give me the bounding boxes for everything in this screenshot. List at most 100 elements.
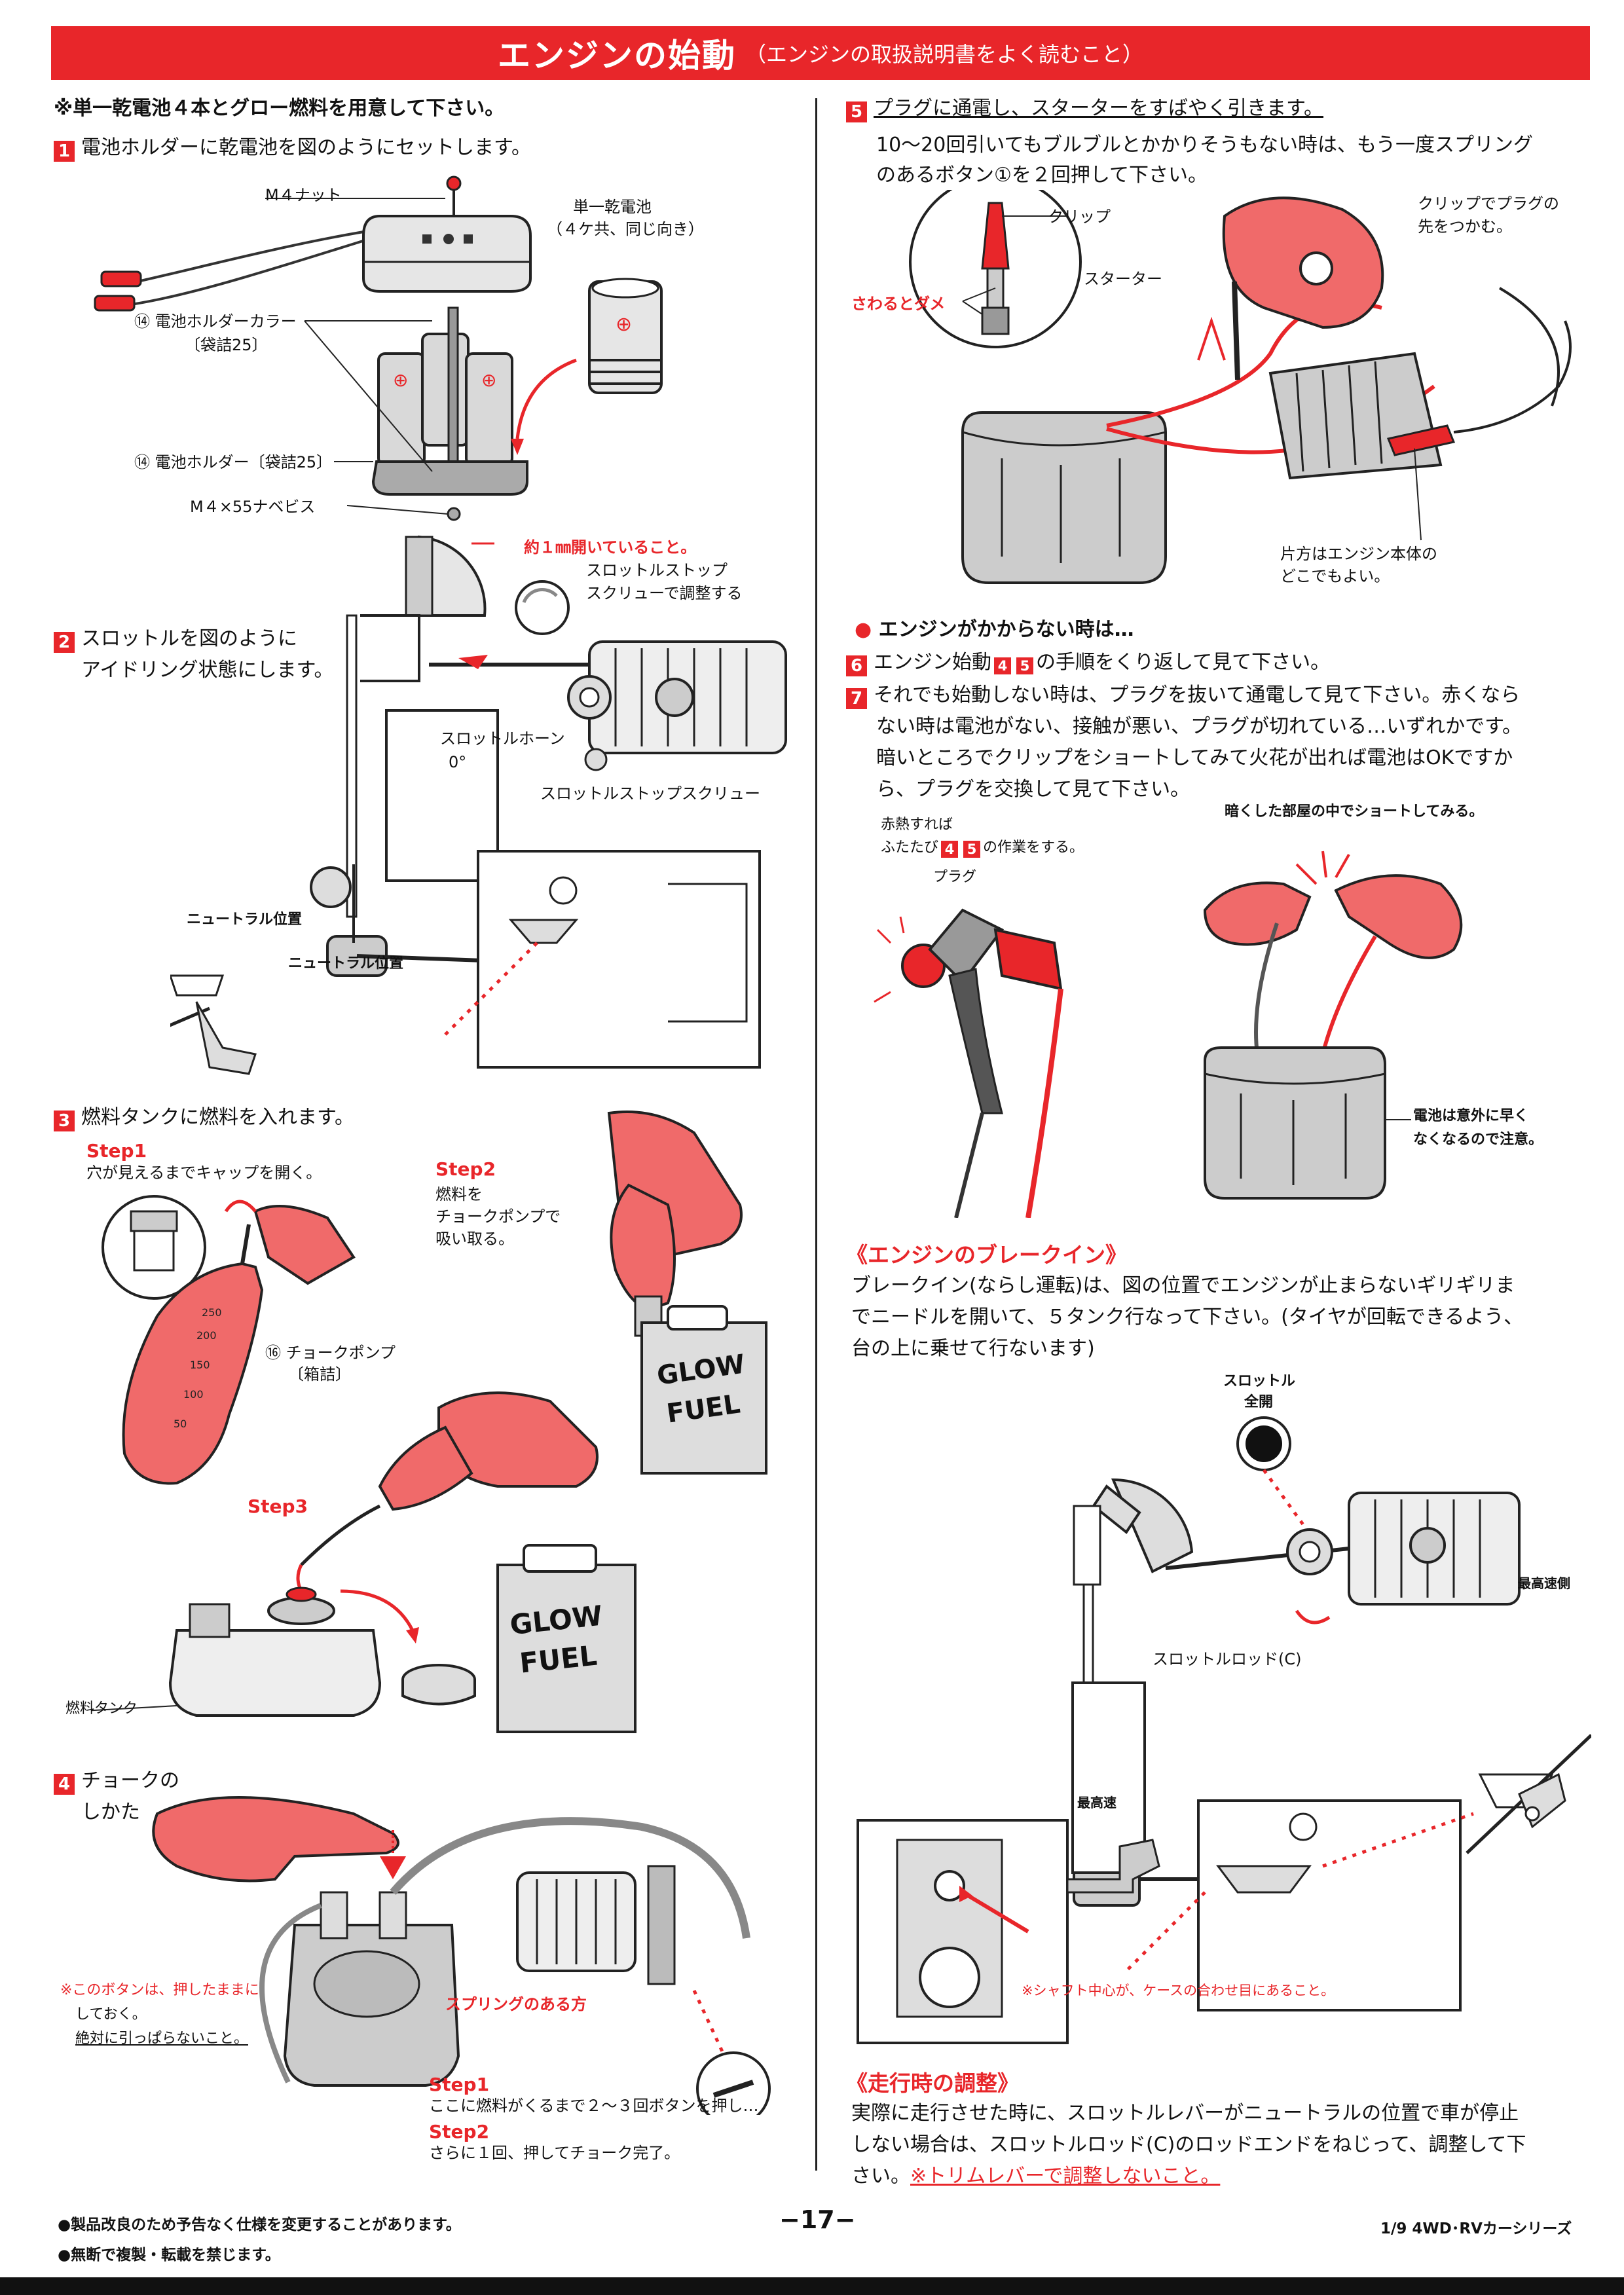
label-choke-pump: ⑯ チョークポンプ (265, 1344, 396, 1362)
label-choke-pump-box: 〔箱詰〕 (288, 1365, 351, 1384)
step1-number: 1 (54, 141, 75, 162)
svg-text:⊕: ⊕ (616, 313, 632, 336)
step3-sub1-text: 穴が見えるまでキャップを開く。 (86, 1164, 322, 1182)
label-spring-side: スプリングのある方 (445, 1995, 587, 2013)
step7-text-l4: ら、プラグを交換して見て下さい。 (876, 778, 1190, 801)
throttle-open-icon (1246, 1425, 1282, 1462)
breakin-line3: 台の上に乗せて行ないます) (851, 1337, 1095, 1360)
step3-sub2-line1: 燃料を (435, 1185, 483, 1203)
label-fuel-tank: 燃料タンク (65, 1700, 138, 1717)
clip-icon (100, 270, 142, 287)
label-gap: 約１㎜開いていること。 (524, 538, 697, 557)
breakin-line2: でニードルを開いて、５タンク行なって下さい。(タイヤが回転できるよう、 (851, 1306, 1524, 1329)
step5-text: プラグに通電し、スターターをすばやく引きます。 (874, 97, 1323, 120)
no-start-heading: ● エンジンがかからない時は… (855, 618, 1134, 641)
step4-sub2-text: さらに１回、押してチョーク完了。 (429, 2144, 680, 2162)
step5-sub-line1: 10〜20回引いてもブルブルとかかりそうもない時は、もう一度スプリング (876, 134, 1534, 156)
step4-number: 4 (54, 1774, 75, 1795)
step1-heading: 1 電池ホルダーに乾電池を図のようにセットします。 (54, 132, 531, 164)
label-throttle-horn: スロットルホーン (440, 729, 565, 748)
pump-scale-200: 200 (196, 1329, 217, 1342)
breakin-illustration (857, 1416, 1591, 2044)
label-screw: M４×55ナベビス (190, 498, 316, 516)
column-divider (815, 98, 817, 2171)
pump-scale-50: 50 (174, 1418, 187, 1430)
page-title: エンジンの始動 (497, 37, 736, 75)
footer-series: 1/9 4WD･RVカーシリーズ (1380, 2220, 1572, 2237)
step6-pre: エンジン始動 (874, 651, 991, 674)
step7-text-l1: それでも始動しない時は、プラグを抜いて通電して見て下さい。赤くなら (874, 684, 1521, 707)
step4-sub1-title: Step1 (429, 2074, 490, 2095)
step2-text-line1: スロットルを図のように (81, 627, 297, 650)
bottom-rule (0, 2277, 1624, 2295)
label-dont-touch: さわるとダメ (851, 295, 946, 313)
step2-text-line2: アイドリング状態にします。 (81, 659, 334, 682)
throttle-idle-illustration (170, 535, 787, 1075)
label-battery: 単一乾電池 (573, 198, 652, 216)
label-neutral-1: ニュートラル位置 (187, 911, 303, 928)
label-hot-1: 赤熱すれば (881, 817, 953, 833)
label-neutral-2: ニュートラル位置 (288, 955, 404, 972)
step3-sub3-title: Step3 (248, 1496, 308, 1517)
page-number: −17− (779, 2205, 856, 2234)
label-throttle-full1: スロットル (1223, 1373, 1296, 1389)
svg-text:⊕: ⊕ (393, 369, 408, 391)
step3-sub1-title: Step1 (86, 1140, 147, 1162)
starter-illustration (909, 190, 1572, 584)
step6-number: 6 (846, 655, 867, 676)
breakin-title: 《エンジンのブレークイン》 (846, 1242, 1127, 1268)
step5-sub-line2: のあるボタン①を２回押して下さい。 (876, 164, 1208, 187)
label-battery-warning2: なくなるので注意。 (1413, 1131, 1543, 1148)
step5-number: 5 (846, 101, 867, 122)
step7-text-l3: 暗いところでクリップをショートしてみて火花が出れば電池はOKですか (876, 746, 1513, 769)
label-collar-bag: 〔袋詰25〕 (185, 336, 268, 354)
hot-ref-b: 5 (963, 841, 981, 858)
step5-heading: 5 プラグに通電し、スターターをすばやく引きます。 (846, 93, 1323, 124)
step3-sub2-line2: チョークポンプで (435, 1207, 561, 1226)
running-line3: さい。※トリムレバーで調整しないこと。 (851, 2161, 1220, 2192)
label-zero-degree: 0° (449, 753, 467, 771)
label-battery-holder: ⑭ 電池ホルダー〔袋詰25〕 (134, 453, 333, 471)
step3-number: 3 (54, 1111, 75, 1131)
running-line1: 実際に走行させた時に、スロットルレバーがニュートラルの位置で車が停止 (851, 2102, 1519, 2125)
step6-post: の手順をくり返して見て下さい。 (1036, 651, 1331, 674)
step4-sub2-title: Step2 (429, 2121, 490, 2142)
step7-text-l2: ない時は電池がない、接触が悪い、プラグが切れている…いずれかです。 (876, 715, 1522, 738)
step4-text-line2: しかた (81, 1801, 140, 1824)
battery-holder-illustration: ⊕ ⊕ ⊕ (94, 175, 663, 521)
label-plug: プラグ (933, 869, 977, 885)
running-line3-pre: さい。 (851, 2165, 910, 2188)
pump-scale-150: 150 (190, 1359, 210, 1371)
hot-ref-a: 4 (941, 841, 959, 858)
choke-illustration (152, 1796, 771, 2115)
intro-note: ※単一乾電池４本とグロー燃料を用意して下さい。 (54, 97, 505, 120)
label-dark-room: 暗くした部屋の中でショートしてみる。 (1225, 803, 1484, 820)
step3-text: 燃料タンクに燃料を入れます。 (81, 1106, 354, 1129)
fueling-illustration: 250 200 150 100 50 GLOW FUEL GLOW FUEL (92, 1111, 767, 1733)
page-subtitle: （エンジンの取扱説明書をよく読むこと） (745, 42, 1143, 67)
pump-scale-250: 250 (202, 1306, 222, 1319)
step3-sub2-line3: 吸い取る。 (435, 1230, 514, 1248)
choke-note-line2: しておく。 (75, 2006, 147, 2023)
footer-note2: ●無断で複製・転載を禁じます。 (58, 2247, 280, 2264)
label-throttle-full2: 全開 (1244, 1394, 1274, 1410)
label-hot-2-post: の作業をする。 (983, 839, 1084, 856)
choke-note-line1: ※このボタンは、押したままに (60, 1982, 259, 1998)
step4-sub1-text: ここに燃料がくるまで２〜３回ボタンを押し… (429, 2097, 759, 2115)
step3-sub2-title: Step2 (435, 1158, 496, 1180)
label-hot-2-pre: ふたたび (881, 839, 939, 856)
breakin-line1: ブレークイン(ならし運転)は、図の位置でエンジンが止まらないギリギリま (851, 1274, 1515, 1297)
label-stop-note2: スクリューで調整する (586, 584, 743, 602)
pump-scale-100: 100 (183, 1388, 204, 1401)
label-other-end1: 片方はエンジン本体の (1280, 545, 1437, 563)
label-stop-note1: スロットルストップ (586, 561, 728, 579)
step3-heading: 3 燃料タンクに燃料を入れます。 (54, 1102, 354, 1133)
step1-text: 電池ホルダーに乾電池を図のようにセットします。 (81, 136, 531, 159)
label-battery-note: （４ケ共、同じ向き） (547, 220, 704, 238)
label-clip-note2: 先をつかむ。 (1418, 217, 1512, 236)
label-throttle-rod: スロットルロッド(C) (1153, 1650, 1302, 1668)
step6-ref-a: 4 (994, 657, 1011, 674)
